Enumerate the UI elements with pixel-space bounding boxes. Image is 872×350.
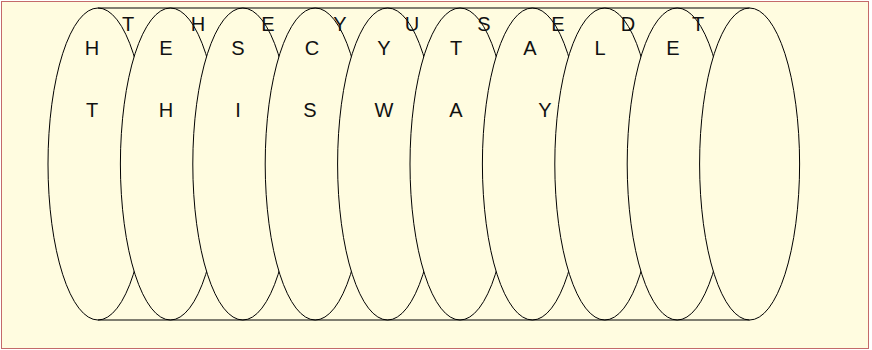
cipher-letter: C	[305, 38, 319, 58]
cipher-letter: E	[159, 38, 172, 58]
cipher-letter: I	[235, 100, 241, 120]
cylinder-edge	[98, 8, 750, 9]
cipher-letter: A	[449, 100, 462, 120]
cipher-letter: T	[692, 14, 704, 34]
cipher-letter: Y	[377, 38, 390, 58]
cipher-letter: U	[405, 14, 419, 34]
scytale-disc	[700, 8, 800, 320]
cipher-letter: E	[666, 38, 679, 58]
cipher-letter: E	[261, 14, 274, 34]
cipher-letter: H	[85, 38, 99, 58]
cipher-letter: A	[523, 38, 536, 58]
cipher-letter: Y	[333, 14, 346, 34]
cylinder-edge	[98, 320, 750, 321]
cipher-letter: Y	[538, 100, 551, 120]
cipher-letter: W	[375, 100, 394, 120]
cipher-letter: L	[594, 38, 605, 58]
cipher-letter: S	[231, 38, 244, 58]
cipher-letter: S	[303, 100, 316, 120]
cipher-letter: S	[477, 14, 490, 34]
cipher-letter: E	[551, 14, 564, 34]
cipher-letter: T	[86, 100, 98, 120]
cipher-letter: H	[159, 100, 173, 120]
cipher-letter: H	[191, 14, 205, 34]
cipher-letter: T	[122, 14, 134, 34]
cipher-letter: D	[621, 14, 635, 34]
cipher-letter: T	[450, 38, 462, 58]
